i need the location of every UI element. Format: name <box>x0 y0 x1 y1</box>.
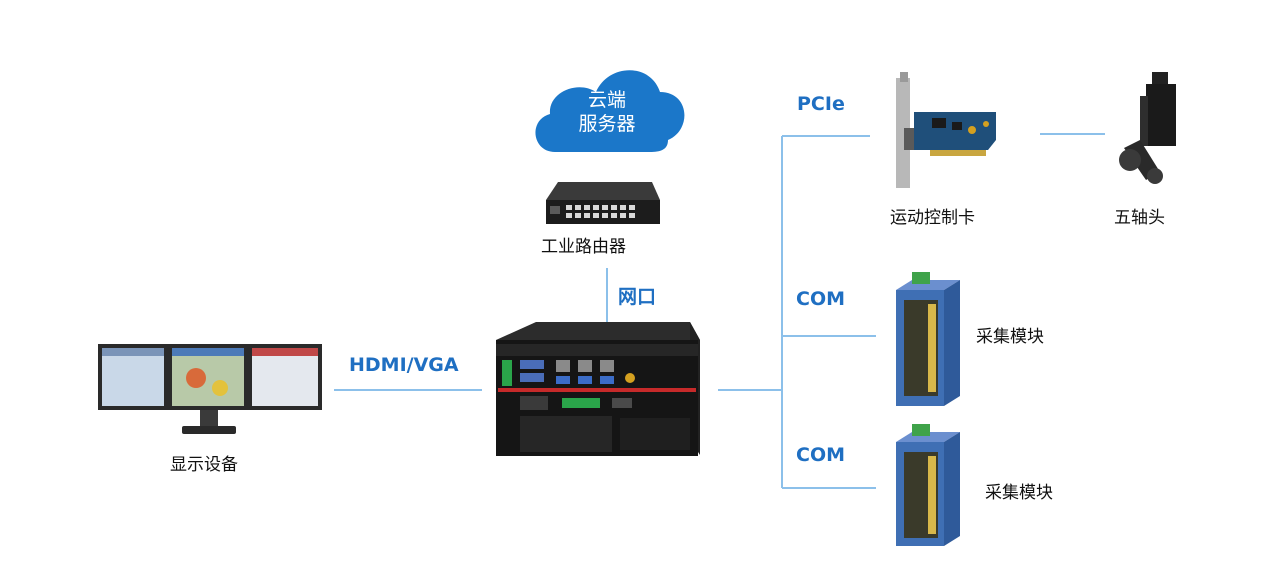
network-port-label: 网口 <box>618 286 657 308</box>
com1-label: COM <box>796 288 846 310</box>
cloud-label-line1: 云端 <box>587 89 626 111</box>
industrial-pc-icon <box>496 322 700 456</box>
motion-card-label: 运动控制卡 <box>890 208 975 228</box>
cloud-label-line2: 服务器 <box>578 113 636 135</box>
cloud-label: 云端 服务器 <box>552 88 662 136</box>
pcie-label: PCIe <box>797 93 845 115</box>
acq-module-2-label: 采集模块 <box>985 483 1053 503</box>
hdmi-vga-label: HDMI/VGA <box>349 354 459 376</box>
router-label: 工业路由器 <box>541 237 626 257</box>
acq-module-1-label: 采集模块 <box>976 327 1044 347</box>
cloud-icon <box>535 70 685 152</box>
motion-card-icon <box>896 72 996 188</box>
com2-label: COM <box>796 444 846 466</box>
acq-module-1-icon <box>896 272 960 406</box>
display-label: 显示设备 <box>170 455 238 475</box>
acq-module-2-icon <box>896 424 960 546</box>
connection-lines <box>334 133 1105 489</box>
monitor-icon <box>98 344 322 434</box>
five-axis-label: 五轴头 <box>1114 208 1165 228</box>
router-icon <box>546 182 660 224</box>
five-axis-head-icon <box>1119 72 1176 184</box>
